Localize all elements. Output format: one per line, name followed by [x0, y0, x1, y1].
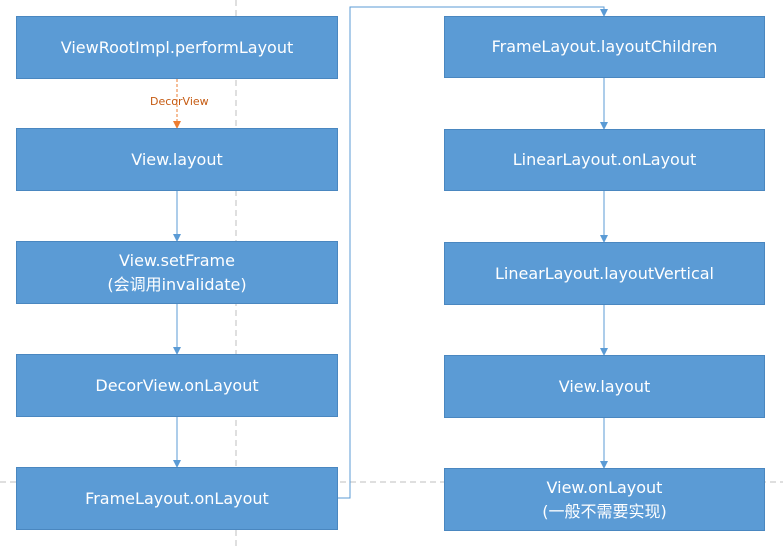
node-layout-children: FrameLayout.layoutChildren — [444, 16, 765, 78]
node-set-frame-label: View.setFrame — [119, 250, 235, 270]
arrow-frame-to-children — [338, 6, 608, 499]
node-frame-on-layout-label: FrameLayout.onLayout — [85, 488, 269, 508]
node-linear-on-layout: LinearLayout.onLayout — [444, 129, 765, 191]
node-decor-on-layout: DecorView.onLayout — [16, 354, 338, 417]
node-view-layout-right: View.layout — [444, 355, 765, 418]
node-perform-layout-label: ViewRootImpl.performLayout — [60, 37, 294, 57]
node-view-on-layout-note: (一般不需要实现) — [542, 501, 667, 521]
node-layout-children-label: FrameLayout.layoutChildren — [491, 37, 718, 56]
node-perform-layout: ViewRootImpl.performLayout — [16, 16, 338, 79]
node-linear-on-layout-label: LinearLayout.onLayout — [512, 150, 697, 169]
node-layout-vertical: LinearLayout.layoutVertical — [444, 242, 765, 305]
node-layout-vertical-label: LinearLayout.layoutVertical — [494, 263, 714, 283]
node-view-on-layout-label: View.onLayout — [546, 477, 663, 497]
node-view-on-layout: View.onLayout (一般不需要实现) — [444, 468, 765, 531]
node-view-layout-left-label: View.layout — [131, 149, 223, 169]
node-decor-on-layout-label: DecorView.onLayout — [95, 375, 259, 395]
node-view-layout-left: View.layout — [16, 128, 338, 191]
node-set-frame: View.setFrame (会调用invalidate) — [16, 241, 338, 304]
node-set-frame-note: (会调用invalidate) — [107, 274, 247, 294]
decorview-edge-label: DecorView — [150, 95, 209, 108]
node-view-layout-right-label: View.layout — [558, 376, 651, 396]
node-frame-on-layout: FrameLayout.onLayout — [16, 467, 338, 530]
